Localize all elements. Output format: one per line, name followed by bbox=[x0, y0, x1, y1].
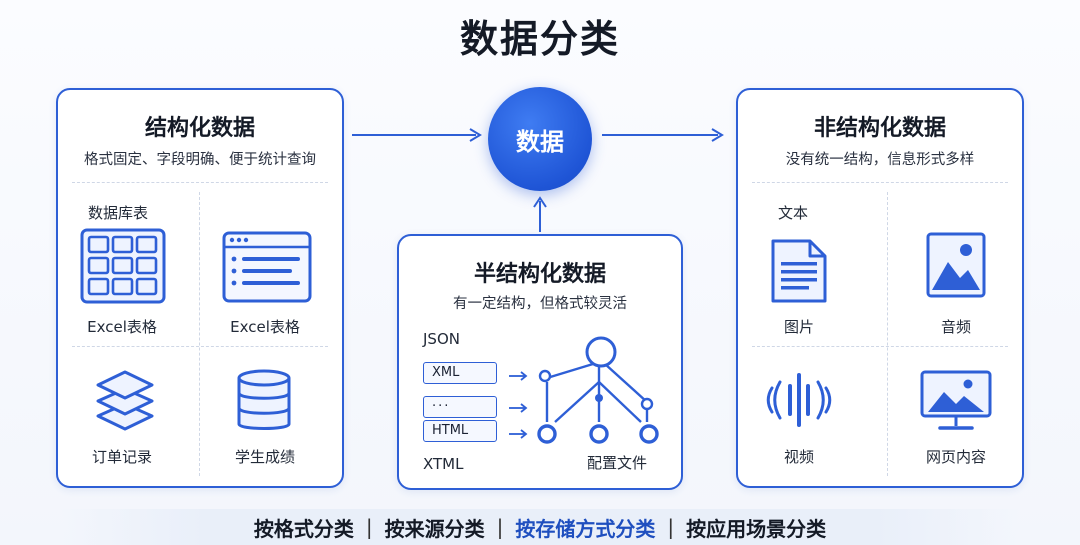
divider bbox=[72, 346, 328, 347]
structured-subtitle: 格式固定、字段明确、便于统计查询 bbox=[84, 152, 316, 168]
config-file-label: 配置文件 bbox=[587, 454, 648, 472]
sound-wave-icon bbox=[766, 373, 832, 427]
document-icon bbox=[771, 239, 827, 303]
divider bbox=[887, 192, 888, 476]
classify-by-source: 按来源分类 bbox=[384, 516, 485, 541]
layers-icon bbox=[96, 370, 154, 431]
unstructured-caption: 文本 bbox=[778, 204, 809, 222]
divider bbox=[752, 346, 1008, 347]
data-center-node: 数据 bbox=[488, 87, 592, 191]
unstructured-item-label: 视频 bbox=[783, 448, 815, 466]
xtml-label: XTML bbox=[423, 455, 464, 473]
separator: | bbox=[667, 515, 675, 539]
table-grid-icon bbox=[80, 228, 166, 304]
divider bbox=[199, 192, 200, 476]
structured-item-label: Excel表格 bbox=[87, 318, 157, 336]
monitor-image-icon bbox=[920, 370, 992, 430]
semi-structured-data-panel: 半结构化数据 有一定结构，但格式较灵活 JSON XML ··· HTML XT… bbox=[397, 234, 683, 490]
classify-by-format: 按格式分类 bbox=[253, 516, 354, 541]
html-tag: HTML bbox=[423, 420, 497, 442]
structured-item-label: Excel表格 bbox=[230, 318, 300, 336]
tree-structure-icon bbox=[537, 336, 659, 444]
arrow-right-icon bbox=[602, 128, 724, 142]
unstructured-data-panel: 非结构化数据 没有统一结构，信息形式多样 文本 图片 音频 视频 bbox=[736, 88, 1024, 488]
separator: | bbox=[365, 515, 373, 539]
divider bbox=[752, 182, 1008, 183]
semi-subtitle: 有一定结构，但格式较灵活 bbox=[453, 296, 627, 312]
ellipsis-tag: ··· bbox=[423, 396, 497, 418]
page-title: 数据分类 bbox=[459, 17, 620, 61]
spreadsheet-window-icon bbox=[222, 231, 312, 303]
unstructured-title: 非结构化数据 bbox=[813, 116, 946, 141]
structured-caption: 数据库表 bbox=[88, 204, 149, 222]
image-icon bbox=[926, 232, 986, 298]
json-label: JSON bbox=[423, 330, 460, 348]
small-arrows-icon bbox=[509, 371, 528, 439]
arrow-up-icon bbox=[533, 196, 547, 232]
structured-item-label: 订单记录 bbox=[91, 448, 153, 466]
divider bbox=[72, 182, 328, 183]
database-icon bbox=[237, 369, 291, 430]
classification-methods-bar: 按格式分类 | 按来源分类 | 按存储方式分类 | 按应用场景分类 bbox=[60, 509, 1020, 545]
xml-tag: XML bbox=[423, 362, 497, 384]
semi-title: 半结构化数据 bbox=[473, 262, 606, 287]
classify-by-scenario: 按应用场景分类 bbox=[686, 516, 827, 541]
unstructured-subtitle: 没有统一结构，信息形式多样 bbox=[785, 152, 975, 168]
structured-title: 结构化数据 bbox=[144, 116, 255, 141]
structured-item-label: 学生成绩 bbox=[234, 448, 296, 466]
unstructured-item-label: 图片 bbox=[783, 318, 815, 336]
arrow-right-icon bbox=[352, 128, 482, 142]
unstructured-item-label: 音频 bbox=[940, 318, 972, 336]
structured-data-panel: 结构化数据 格式固定、字段明确、便于统计查询 数据库表 Excel表格 Exce… bbox=[56, 88, 344, 488]
separator: | bbox=[496, 515, 504, 539]
classify-by-storage: 按存储方式分类 bbox=[515, 516, 656, 541]
unstructured-item-label: 网页内容 bbox=[925, 448, 987, 466]
